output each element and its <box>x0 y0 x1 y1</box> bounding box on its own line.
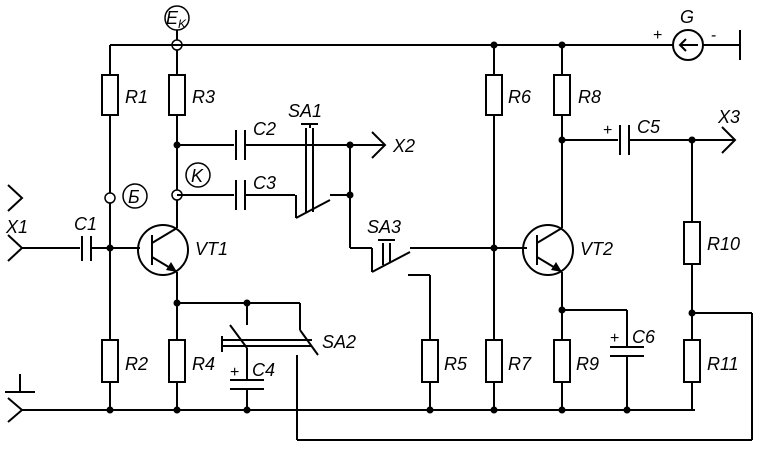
c4-label: C4 <box>252 360 275 380</box>
vt1-label: VT1 <box>195 239 228 259</box>
k-node-label: K <box>191 166 204 186</box>
vt2-label: VT2 <box>580 239 613 259</box>
resistor-r10 <box>683 221 701 265</box>
resistor-r9 <box>553 339 571 383</box>
c6-plus: + <box>610 330 619 347</box>
ek-label: E <box>166 8 179 28</box>
transistor-vt2: VT2 <box>522 224 613 276</box>
switch-sa1: SA1 <box>288 101 331 219</box>
ground-symbol <box>5 374 35 423</box>
r11-label: R11 <box>707 354 739 374</box>
r10-label: R10 <box>707 234 740 254</box>
sa3-label: SA3 <box>367 217 401 237</box>
r8-label: R8 <box>578 87 601 107</box>
r3-label: R3 <box>192 87 215 107</box>
resistor-r1 <box>101 74 119 116</box>
r6-label: R6 <box>508 87 532 107</box>
output-x2 <box>371 131 387 159</box>
c4-plus: + <box>230 364 239 381</box>
x3-label: X3 <box>717 107 740 127</box>
battery-plus: + <box>653 27 662 44</box>
ek-sub-label: K <box>178 17 187 31</box>
resistor-r6 <box>485 74 503 116</box>
r4-label: R4 <box>192 354 215 374</box>
c1-label: C1 <box>74 214 97 234</box>
r7-label: R7 <box>508 354 532 374</box>
node-b <box>104 192 116 204</box>
x2-label: X2 <box>392 136 415 156</box>
resistor-r2 <box>101 339 119 383</box>
resistor-r11 <box>683 339 701 383</box>
battery-label: G <box>680 7 694 27</box>
ek-terminal: E K <box>164 5 190 51</box>
b-node-circle <box>122 183 148 209</box>
c6-label: C6 <box>632 327 656 347</box>
sa1-label: SA1 <box>288 101 322 121</box>
switch-sa3: SA3 <box>350 217 527 276</box>
resistor-r8 <box>553 74 571 116</box>
c3-label: C3 <box>253 173 276 193</box>
resistor-r5 <box>421 339 439 383</box>
k-node-circle <box>185 162 211 188</box>
battery-minus: - <box>711 27 716 44</box>
resistor-r3 <box>168 74 186 116</box>
r1-label: R1 <box>125 87 148 107</box>
x1-label: X1 <box>5 217 28 237</box>
b-node-label: Б <box>128 187 140 207</box>
junction-dots <box>106 41 696 414</box>
output-x3 <box>721 126 737 154</box>
c2-label: C2 <box>253 119 276 139</box>
r9-label: R9 <box>576 354 599 374</box>
r2-label: R2 <box>125 354 148 374</box>
c5-plus: + <box>603 122 612 139</box>
c5-label: C5 <box>637 117 661 137</box>
resistor-r7 <box>485 339 503 383</box>
sa2-label: SA2 <box>322 332 356 352</box>
r5-label: R5 <box>444 354 468 374</box>
transistor-vt1: VT1 <box>137 224 228 276</box>
input-x1: X1 <box>5 184 80 262</box>
switch-sa2: SA2 <box>221 324 356 365</box>
battery-g: G + - <box>653 7 741 61</box>
resistor-r4 <box>168 339 186 383</box>
